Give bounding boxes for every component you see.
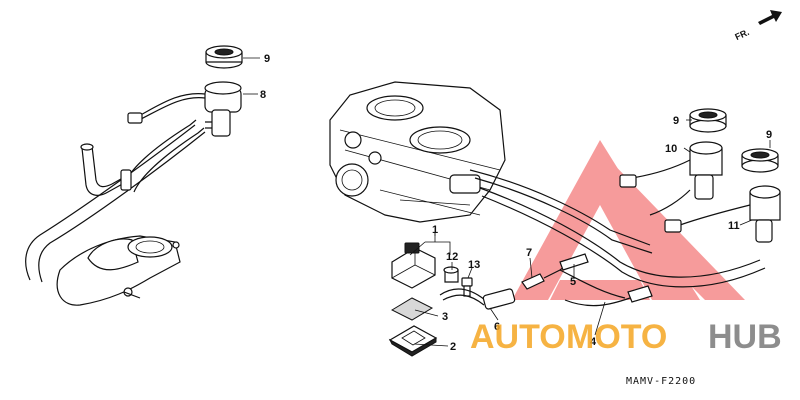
pad-3 xyxy=(390,297,434,321)
control-unit-1 xyxy=(391,242,436,289)
callout-9-right-a: 9 xyxy=(673,115,679,127)
hose-6 xyxy=(439,288,516,310)
bolt-13 xyxy=(461,277,473,297)
engine-body xyxy=(329,81,506,223)
callout-8: 8 xyxy=(260,89,266,101)
callout-9-top: 9 xyxy=(264,53,270,65)
callout-1: 1 xyxy=(432,224,438,236)
rubber-collar-9-right-a xyxy=(689,108,727,133)
rubber-collar-9-right-b xyxy=(741,148,779,173)
watermark-text: AUTO MOTO HUB xyxy=(470,318,782,356)
watermark-auto: AUTO xyxy=(470,318,566,356)
arrow-right-icon xyxy=(758,10,782,25)
leader-lines xyxy=(243,57,771,347)
hose-4 xyxy=(564,285,653,307)
collar-12 xyxy=(443,266,459,283)
callout-10: 10 xyxy=(665,143,677,155)
callout-11: 11 xyxy=(728,220,740,232)
callout-6: 6 xyxy=(494,321,500,333)
holder-2 xyxy=(388,325,438,357)
hose-5 xyxy=(559,253,589,271)
callout-12: 12 xyxy=(446,251,458,263)
callout-labels: 9 8 1 12 13 7 5 3 6 2 4 9 10 9 11 xyxy=(260,53,772,353)
watermark-moto: MOTO xyxy=(566,318,667,356)
callout-3: 3 xyxy=(442,311,448,323)
watermark-hub: HUB xyxy=(708,318,782,356)
callout-7: 7 xyxy=(526,247,532,259)
figure-code: MAMV-F2200 xyxy=(626,376,696,387)
solenoid-valve-8 xyxy=(127,81,242,137)
solenoid-10 xyxy=(619,141,723,216)
front-direction-indicator: FR. xyxy=(733,10,782,42)
direction-label: FR. xyxy=(733,27,750,42)
callout-13: 13 xyxy=(468,259,480,271)
callout-2: 2 xyxy=(450,341,456,353)
rubber-collar-9-top xyxy=(205,45,243,69)
vacuum-hoses xyxy=(469,169,766,299)
callout-4: 4 xyxy=(590,336,597,348)
callout-9-right-b: 9 xyxy=(766,129,772,141)
callout-5: 5 xyxy=(570,276,576,288)
intake-manifold-assembly xyxy=(25,119,206,306)
valve-11 xyxy=(664,185,781,243)
